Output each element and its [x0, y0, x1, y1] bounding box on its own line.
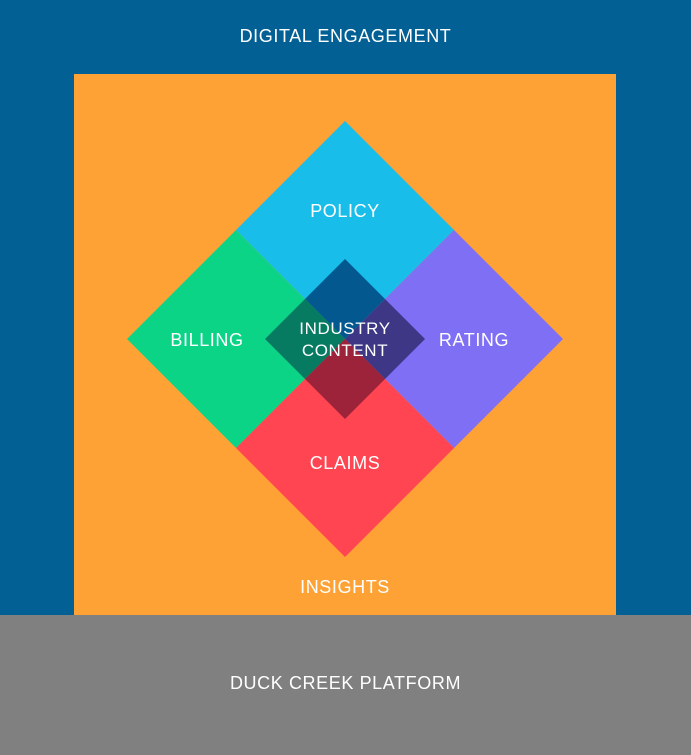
core-bottom-quadrant	[305, 339, 385, 419]
industry-content-line1: INDUSTRY	[299, 319, 391, 338]
billing-label: BILLING	[170, 330, 244, 350]
claims-label: CLAIMS	[309, 453, 381, 473]
industry-content-label: INDUSTRY CONTENT	[265, 318, 425, 362]
duck-creek-platform-band	[0, 615, 691, 755]
policy-label: POLICY	[310, 201, 380, 221]
insights-label: INSIGHTS	[300, 577, 390, 597]
digital-engagement-label: DIGITAL ENGAGEMENT	[239, 26, 452, 46]
industry-content-line2: CONTENT	[301, 341, 389, 360]
duck-creek-platform-label: DUCK CREEK PLATFORM	[229, 673, 462, 693]
claims-square	[236, 339, 454, 557]
rating-label: RATING	[438, 330, 510, 350]
